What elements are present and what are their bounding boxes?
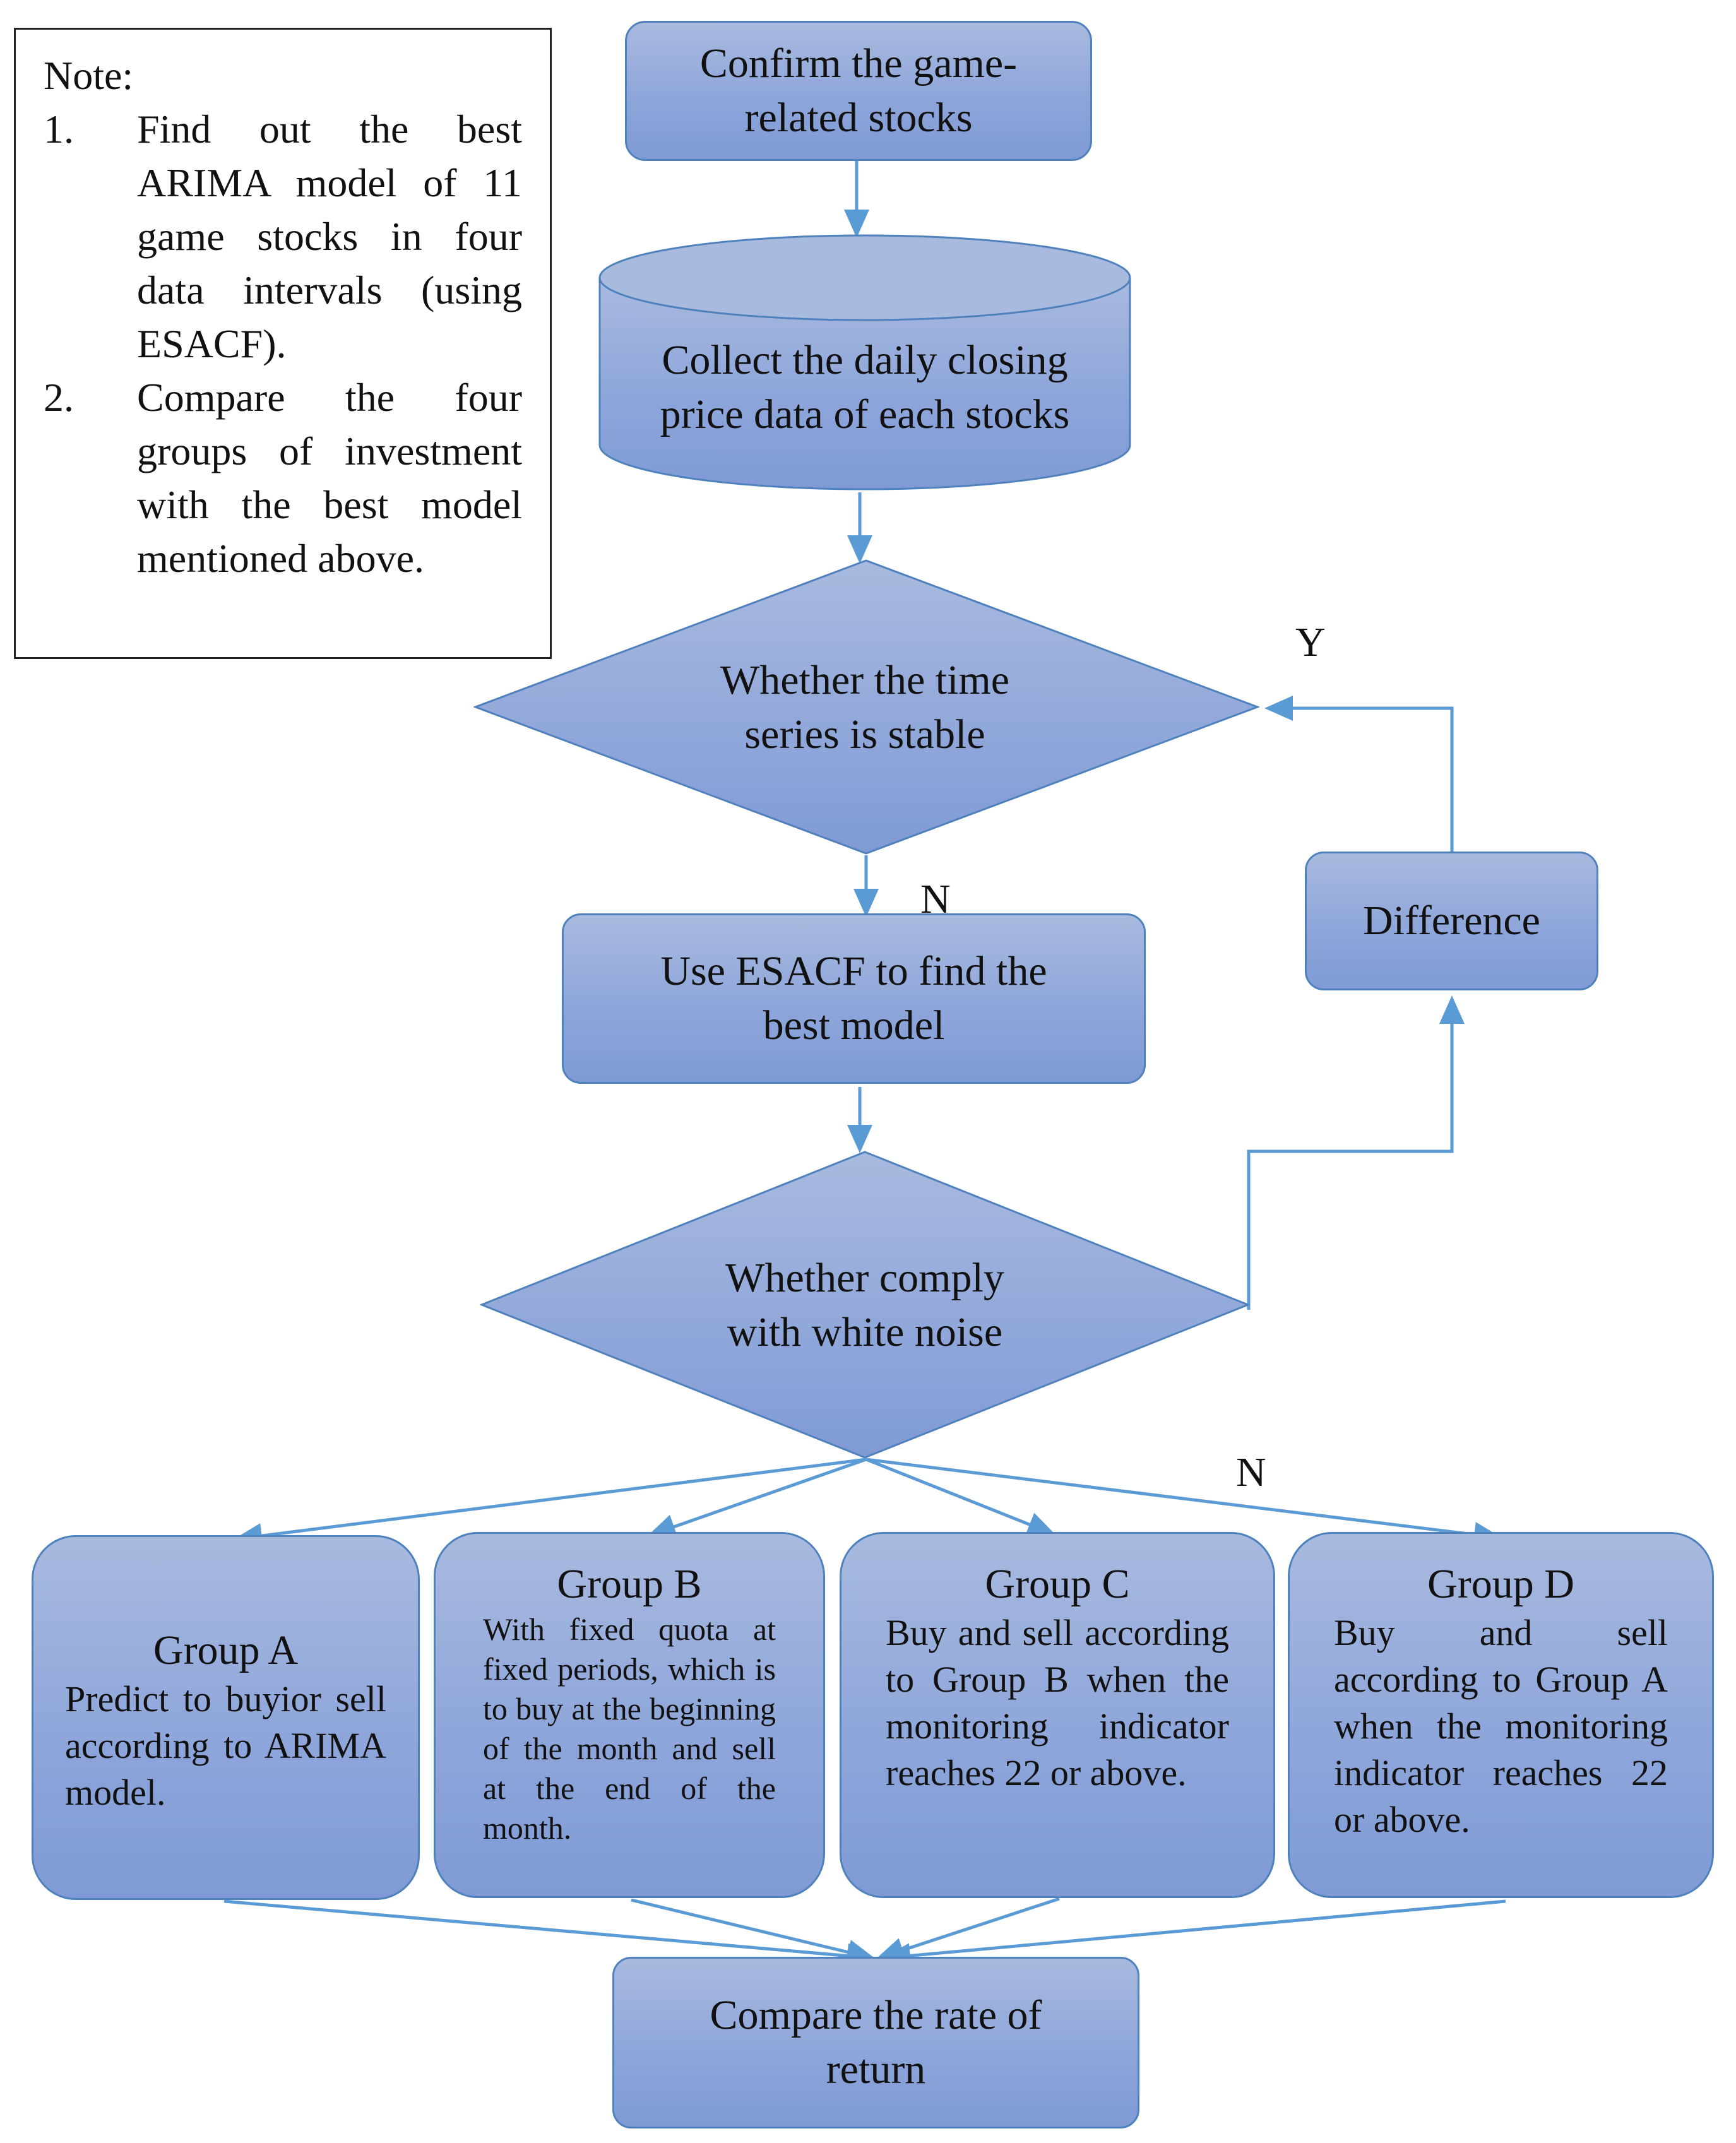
white-noise-decision-text: Whether comply with white noise [638,1251,1092,1360]
white-noise-line2: with white noise [727,1309,1003,1355]
white-noise-line1: Whether comply [725,1255,1004,1301]
group-a-box: Group A Predict to buyior sell according… [32,1535,420,1900]
arrow-difference-to-stable [1264,696,1454,855]
esacf-line1: Use ESACF to find the [660,948,1047,994]
arrow-to-group-b [647,1457,867,1539]
arrow-to-group-d [865,1457,1502,1547]
stable-decision-text: Whether the time series is stable [638,653,1092,762]
no-label-stable: N [920,876,951,922]
group-c-box: Group C Buy and sell according to Group … [840,1532,1275,1898]
yes-label: Y [1295,619,1326,665]
collect-data-line1: Collect the daily closing [662,337,1068,383]
note-item-text: Compare the four groups of investment wi… [137,375,522,581]
group-c-title: Group C [985,1561,1130,1607]
arrow-group-b-to-compare [631,1898,876,1965]
group-b-title: Group B [557,1561,702,1607]
group-d-description: Buy and sell according to Group A when t… [1334,1612,1668,1840]
group-a-title: Group A [153,1627,299,1673]
compare-return-box: Compare the rate of return [612,1957,1139,2128]
arrow-group-a-to-compare [223,1899,876,1969]
group-a-description: Predict to buyior sell according to ARIM… [65,1678,386,1813]
confirm-stocks-line1: Confirm the game- [699,40,1018,86]
note-item-number: 1. [44,107,74,151]
no-label-white-noise: N [1236,1449,1266,1495]
stable-decision-diamond [473,559,1259,855]
note-box: Note: 1. Find out the best ARIMA model o… [14,28,552,659]
difference-box: Difference [1305,852,1598,990]
collect-data-text: Collect the daily closing price data of … [597,333,1133,442]
collect-data-line2: price data of each stocks [660,391,1070,437]
esacf-box: Use ESACF to find the best model [562,913,1146,1084]
arrow-whitenoise-to-difference [1247,995,1465,1310]
white-noise-decision-diamond [480,1151,1250,1459]
note-heading: Note: [44,53,134,98]
group-d-box: Group D Buy and sell according to Group … [1288,1532,1714,1898]
note-item: 1. Find out the best ARIMA model of 11 g… [44,102,522,371]
compare-return-line2: return [826,2046,926,2093]
note-item: 2. Compare the four groups of investment… [44,371,522,585]
collect-data-cylinder [598,234,1131,490]
group-d-title: Group D [1427,1561,1574,1607]
arrow-to-group-a [234,1457,867,1548]
group-b-box: Group B With fixed quota at fixed period… [434,1532,825,1898]
stable-decision-line1: Whether the time [720,657,1010,703]
note-item-text: Find out the best ARIMA model of 11 game… [137,107,522,366]
note-item-number: 2. [44,375,74,420]
esacf-line2: best model [763,1002,945,1048]
confirm-stocks-box: Confirm the game- related stocks [625,21,1092,161]
arrow-group-d-to-compare [882,1899,1506,1969]
stable-decision-line2: series is stable [744,711,985,757]
group-c-description: Buy and sell according to Group B when t… [886,1612,1229,1793]
confirm-stocks-line2: related stocks [744,95,973,141]
group-b-description: With fixed quota at fixed periods, which… [483,1612,776,1846]
compare-return-line1: Compare the rate of [710,1992,1042,2038]
difference-label: Difference [1363,898,1540,944]
arrow-to-group-c [865,1457,1056,1536]
